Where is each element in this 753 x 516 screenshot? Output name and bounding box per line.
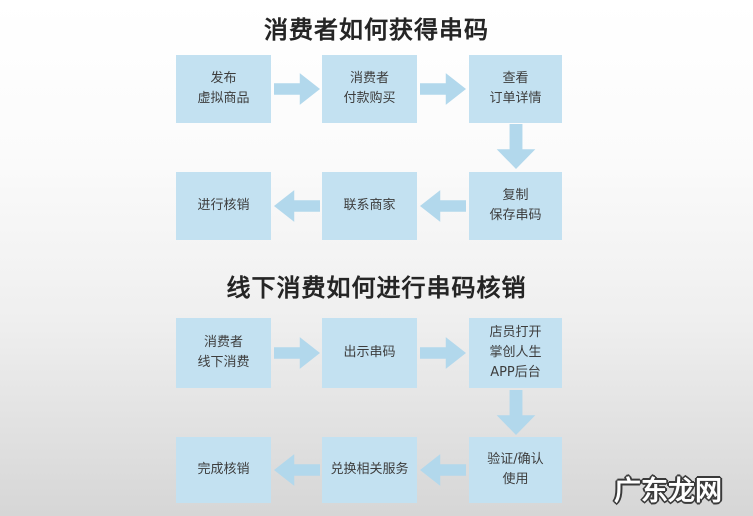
step-label-offline-consume: 消费者 线下消费 (197, 334, 250, 370)
step-label-contact: 联系商家 (343, 197, 396, 213)
step-label-copy-save: 复制 保存串码 (489, 187, 542, 223)
arrow-right-icon (420, 73, 466, 105)
arrow-right-icon (420, 337, 466, 369)
step-label-view-order: 查看 订单详情 (489, 70, 542, 106)
step-label-confirm-use: 验证/确认 使用 (487, 451, 544, 487)
step-box-show-code: 出示串码 (322, 318, 417, 388)
step-box-clerk-open: 店员打开 掌创人生 APP后台 (469, 318, 562, 388)
step-box-copy-save: 复制 保存串码 (469, 172, 562, 240)
flow2-title: 线下消费如何进行串码核销 (226, 274, 527, 302)
arrow-down-icon (496, 124, 536, 169)
step-label-redeem: 兑换相关服务 (330, 461, 409, 477)
arrow-left-icon (274, 190, 320, 222)
arrow-right-icon (274, 337, 320, 369)
step-label-complete: 完成核销 (197, 461, 250, 477)
step-box-verify: 进行核销 (176, 172, 271, 240)
step-box-redeem: 兑换相关服务 (322, 437, 417, 503)
step-box-publish: 发布 虚拟商品 (176, 55, 271, 123)
flow1-title: 消费者如何获得串码 (264, 16, 489, 44)
step-label-publish: 发布 虚拟商品 (197, 70, 250, 106)
arrow-left-icon (274, 454, 320, 486)
step-label-clerk-open: 店员打开 掌创人生 APP后台 (489, 324, 542, 381)
watermark-logo: 广东龙网 (614, 476, 722, 507)
arrow-down-icon (496, 390, 536, 435)
step-box-contact: 联系商家 (322, 172, 417, 240)
arrow-left-icon (420, 190, 466, 222)
step-label-pay: 消费者 付款购买 (343, 70, 396, 106)
arrow-right-icon (274, 73, 320, 105)
step-label-verify: 进行核销 (197, 197, 250, 213)
arrow-left-icon (420, 454, 466, 486)
step-box-offline-consume: 消费者 线下消费 (176, 318, 271, 388)
step-box-view-order: 查看 订单详情 (469, 55, 562, 123)
step-box-complete: 完成核销 (176, 437, 271, 503)
step-box-pay: 消费者 付款购买 (322, 55, 417, 123)
step-box-confirm-use: 验证/确认 使用 (469, 437, 562, 503)
step-label-show-code: 出示串码 (343, 344, 396, 360)
